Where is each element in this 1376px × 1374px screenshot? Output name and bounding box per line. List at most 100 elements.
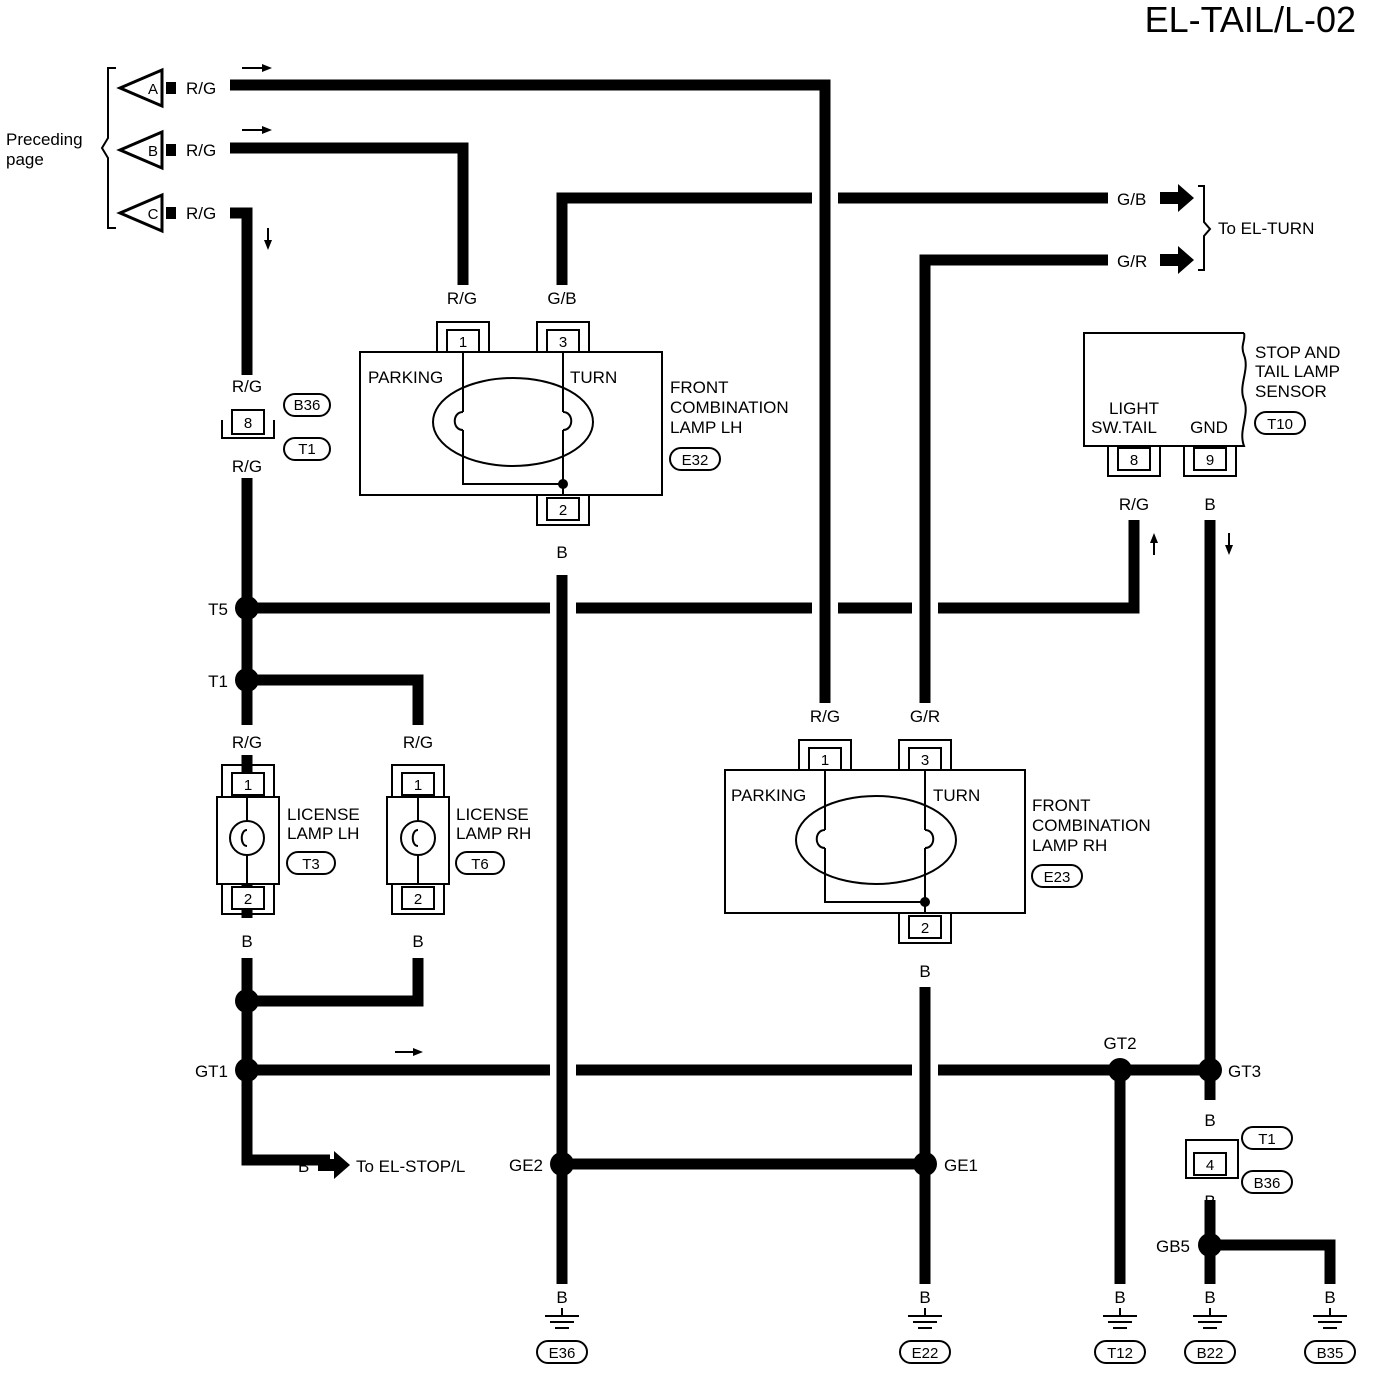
license-rh-name-2: LAMP RH (456, 824, 531, 843)
license-rh-wire-bottom: B (412, 932, 423, 951)
ground-e36-wire: B (556, 1288, 567, 1307)
inline-connector-t1-b36: B 4 B T1 B36 (1185, 1100, 1293, 1211)
splice-t5: T5 (208, 596, 259, 620)
lh-pin2: 2 (559, 502, 567, 519)
lh-pin3: 3 (559, 334, 567, 351)
connector-b: B R/G (116, 129, 216, 171)
to-el-turn-brace (1198, 185, 1212, 271)
splice-ge2-label: GE2 (509, 1156, 543, 1175)
ground-e22-code: E22 (912, 1345, 939, 1362)
rh-name-3: LAMP RH (1032, 836, 1107, 855)
sensor-wire9-label: B (1204, 495, 1215, 514)
rh-turn-label: TURN (933, 786, 980, 805)
lh-pin1: 1 (459, 334, 467, 351)
ground-t12-wire: B (1114, 1288, 1125, 1307)
splice-ge2: GE2 (509, 1152, 574, 1176)
lh-wire1-label: R/G (447, 289, 477, 308)
flow-arrow-icon (242, 64, 1233, 1056)
output-gr-label: G/R (1117, 252, 1147, 271)
ic1-pin: 8 (244, 415, 252, 432)
wire-rg-vertical (241, 478, 330, 1166)
ic1-wire-top: R/G (232, 377, 262, 396)
splice-gt2-label: GT2 (1103, 1034, 1136, 1053)
connector-c-wire: R/G (186, 204, 216, 223)
rh-name-1: FRONT (1032, 796, 1091, 815)
preceding-page-label-1: Preceding (6, 130, 83, 149)
connector-c: C R/G (116, 192, 216, 234)
splice-gb5-label: GB5 (1156, 1237, 1190, 1256)
ground-e22: B E22 (899, 1284, 951, 1364)
wire-t5-4 (938, 520, 1140, 614)
wire-license-ground (247, 958, 424, 1007)
rh-pin1: 1 (821, 752, 829, 769)
license-lh-wire-top: R/G (232, 733, 262, 752)
output-gb-label: G/B (1117, 190, 1146, 209)
license-lh-code: T3 (302, 856, 320, 873)
wire-b35 (1210, 1239, 1336, 1300)
rh-code: E23 (1044, 869, 1071, 886)
license-rh-wire-top: R/G (403, 733, 433, 752)
lh-code: E32 (682, 452, 709, 469)
connector-a-wire: R/G (186, 79, 216, 98)
ic2-wire-top: B (1204, 1111, 1215, 1130)
lh-wire3-label: G/B (547, 289, 576, 308)
sensor-wire8-label: R/G (1119, 495, 1149, 514)
rh-pin3: 3 (921, 752, 929, 769)
rh-wire3-label: G/R (910, 707, 940, 726)
connector-c-letter: C (148, 206, 159, 223)
sensor-light-label-2: SW.TAIL (1091, 418, 1157, 437)
wire-a-rg (230, 79, 831, 703)
sensor-name-3: SENSOR (1255, 382, 1327, 401)
license-rh-pin1: 1 (414, 777, 422, 794)
front-combination-lamp-rh: R/G G/R 1 3 PARKING TURN 2 B FRONT COMBI… (724, 703, 1151, 984)
splice-gt3: GT3 (1198, 1058, 1261, 1082)
splice-gt1: GT1 (195, 1058, 259, 1082)
lh-name-1: FRONT (670, 378, 729, 397)
ground-b35: B B35 (1304, 1284, 1356, 1364)
ground-e36: B E36 (536, 1284, 588, 1364)
output-stop: B To EL-STOP/L (298, 1151, 465, 1179)
ground-b35-wire: B (1324, 1288, 1335, 1307)
license-lh-name-2: LAMP LH (287, 824, 359, 843)
splice-t1: T1 (208, 668, 259, 692)
ic1-wire-bottom: R/G (232, 457, 262, 476)
license-lh-pin1: 1 (244, 777, 252, 794)
lh-wire2-label: B (556, 543, 567, 562)
to-el-stop-label: To EL-STOP/L (356, 1157, 465, 1176)
stop-wire-label: B (298, 1157, 309, 1176)
license-lh-pin2: 2 (244, 891, 252, 908)
wire-gb-1 (556, 192, 812, 290)
ground-b22-wire: B (1204, 1288, 1215, 1307)
ic1-code-bottom: T1 (298, 441, 316, 458)
ic2-code-top: T1 (1258, 1131, 1276, 1148)
lh-parking-label: PARKING (368, 368, 443, 387)
inline-connector-b36-t1: R/G 8 R/G B36 T1 (221, 375, 331, 478)
stop-tail-lamp-sensor: LIGHT SW.TAIL GND 8 9 R/G B STOP AND TAI… (1083, 332, 1340, 520)
splice-t1-label: T1 (208, 672, 228, 691)
license-lamp-rh: R/G 1 2 B LICENSE LAMP RH T6 (386, 725, 531, 958)
wire-c-rg (230, 207, 253, 375)
ground-b35-code: B35 (1317, 1345, 1344, 1362)
preceding-page-label-2: page (6, 150, 44, 169)
splice-license-ground (235, 989, 259, 1013)
page-title: EL-TAIL/L-02 (1145, 0, 1356, 40)
ground-t12-code: T12 (1107, 1345, 1133, 1362)
license-rh-name-1: LICENSE (456, 805, 529, 824)
connector-b-letter: B (148, 143, 158, 160)
rh-wire2-label: B (919, 962, 930, 981)
ground-t12: B T12 (1094, 1284, 1146, 1364)
splice-gt2: GT2 (1103, 1034, 1137, 1082)
ic1-code-top: B36 (294, 397, 321, 414)
splice-ge1-label: GE1 (944, 1156, 978, 1175)
sensor-light-label-1: LIGHT (1109, 399, 1159, 418)
connector-a: A R/G (116, 67, 216, 109)
splice-gt1-label: GT1 (195, 1062, 228, 1081)
lh-turn-label: TURN (570, 368, 617, 387)
sensor-name-1: STOP AND (1255, 343, 1340, 362)
connector-a-letter: A (148, 81, 158, 98)
output-gb: G/B (1117, 184, 1194, 212)
sensor-pin8: 8 (1130, 452, 1138, 469)
splice-gt3-label: GT3 (1228, 1062, 1261, 1081)
wire-gr (919, 254, 1108, 703)
ground-e36-code: E36 (549, 1345, 576, 1362)
